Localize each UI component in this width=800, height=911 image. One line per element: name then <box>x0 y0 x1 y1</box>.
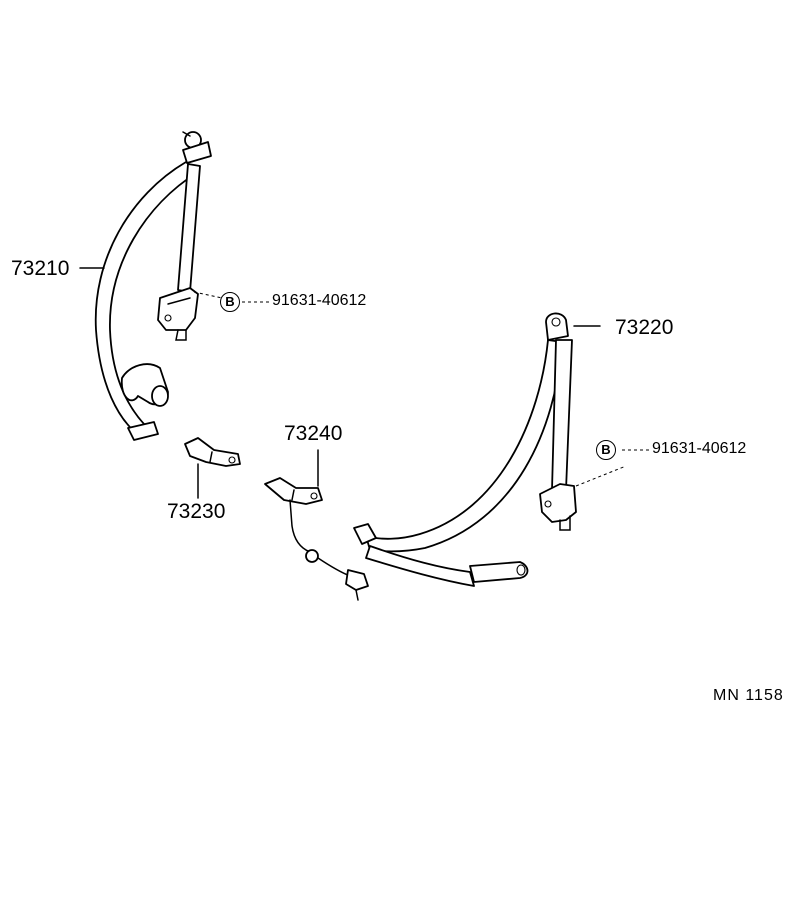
floor-anchor <box>127 421 159 441</box>
buckle-73230 <box>184 437 241 467</box>
bolt-badge-left: B <box>220 292 240 312</box>
part-number-73210: 73210 <box>11 257 70 280</box>
right-shoulder-anchor <box>545 312 569 341</box>
right-lap-webbing <box>365 545 475 587</box>
right-retractor-webbing <box>551 339 573 491</box>
front-seat-belt-right-assembly <box>353 312 627 587</box>
wire-connector <box>345 569 369 591</box>
bolt-badge-right: B <box>596 440 616 460</box>
part-number-bolt-right: 91631-40612 <box>652 440 747 457</box>
right-tongue <box>353 523 377 545</box>
shoulder-anchor-plate <box>182 141 212 164</box>
part-number-bolt-left: 91631-40612 <box>272 292 367 309</box>
wire-grommet <box>305 549 319 563</box>
retractor-73220 <box>539 483 577 523</box>
diagram-code: MN 1158 <box>713 687 784 704</box>
right-shoulder-webbing <box>365 339 563 553</box>
part-number-73230: 73230 <box>167 500 226 523</box>
lap-guide <box>151 385 169 407</box>
part-number-73240: 73240 <box>284 422 343 445</box>
retractor-73210 <box>157 287 199 331</box>
switch-wire <box>289 499 311 553</box>
part-number-73220: 73220 <box>615 316 674 339</box>
front-seat-belt-left-assembly <box>94 131 223 441</box>
buckle-with-switch-73240 <box>264 477 369 601</box>
right-lap-guide <box>469 561 529 583</box>
